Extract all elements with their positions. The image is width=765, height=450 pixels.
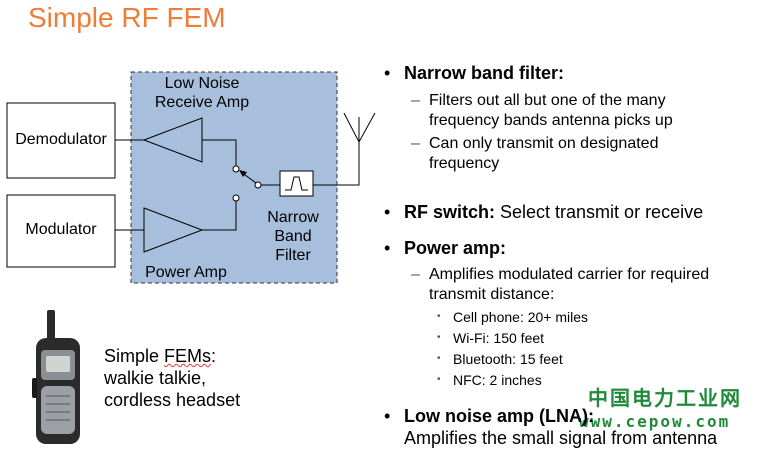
filter-label-line3: Filter bbox=[275, 247, 311, 264]
watermark-chinese: 中国电力工业网 bbox=[588, 388, 742, 410]
slide-title: Simple RF FEM bbox=[28, 2, 226, 33]
filter-to-antenna-wire bbox=[313, 117, 360, 186]
narrow-band-sub1-line1: Filters out all but one of the many bbox=[429, 92, 666, 109]
caption-line1-word: FEMs bbox=[164, 346, 212, 366]
lna-label-line1: Low Noise bbox=[164, 75, 240, 92]
bullet-glyph: • bbox=[384, 63, 391, 83]
power-amp-item: • NFC: 2 inches bbox=[437, 370, 542, 390]
bullet-glyph: • bbox=[384, 406, 391, 426]
dash-glyph: – bbox=[411, 266, 420, 283]
modulator-label: Modulator bbox=[25, 221, 97, 238]
switch-arrow bbox=[239, 170, 247, 177]
dash-glyph: – bbox=[411, 135, 420, 152]
narrow-band-sub1-line2: frequency bands antenna picks up bbox=[429, 112, 673, 129]
bullet-rf-switch: • RF switch: Select transmit or receive bbox=[384, 202, 704, 223]
bullet-power-amp-head: Power amp: bbox=[404, 238, 507, 258]
power-amp-label: Power Amp bbox=[145, 264, 227, 281]
caption-line3: cordless headset bbox=[104, 390, 241, 410]
narrow-band-sub2: – Can only transmit on designated freque… bbox=[411, 134, 659, 174]
power-amp-item: • Bluetooth: 15 feet bbox=[437, 349, 563, 369]
bullet-narrow-band: • Narrow band filter: bbox=[384, 63, 565, 84]
filter-box bbox=[279, 170, 314, 197]
power-amp-item: • Wi-Fi: 150 feet bbox=[437, 328, 545, 348]
power-amp-item-text: Bluetooth: 15 feet bbox=[453, 351, 563, 367]
bullet-glyph: • bbox=[437, 311, 441, 322]
modulator-box bbox=[6, 194, 116, 268]
caption-line1: Simple FEMs: bbox=[104, 345, 240, 367]
caption-line2: walkie talkie, bbox=[104, 368, 207, 388]
antenna-symbol bbox=[343, 112, 376, 144]
power-amp-sub1-line2: transmit distance: bbox=[429, 286, 555, 303]
fem-examples-caption: Simple FEMs: walkie talkie, cordless hea… bbox=[104, 345, 240, 411]
power-amp-sub1-line1: Amplifies modulated carrier for required bbox=[429, 266, 710, 283]
filter-label-line1: Narrow bbox=[267, 209, 319, 226]
bullet-glyph: • bbox=[384, 238, 391, 258]
bullet-glyph: • bbox=[437, 332, 441, 343]
filter-label: Narrow Band Filter bbox=[258, 208, 328, 265]
walkie-talkie-image bbox=[32, 310, 80, 444]
bullet-glyph: • bbox=[437, 353, 441, 364]
filter-label-line2: Band bbox=[274, 228, 312, 245]
bullet-narrow-band-head: Narrow band filter: bbox=[404, 63, 565, 83]
bullet-rf-switch-head: RF switch: bbox=[404, 202, 496, 222]
watermark-url: www.cepow.com bbox=[579, 412, 731, 431]
bullet-glyph: • bbox=[384, 202, 391, 222]
lna-label: Low Noise Receive Amp bbox=[140, 74, 264, 112]
switch-contact-transmit bbox=[232, 194, 240, 202]
switch-contact-receive bbox=[232, 165, 240, 173]
bullet-lna-head: Low noise amp (LNA): bbox=[404, 406, 594, 426]
power-amp-item: • Cell phone: 20+ miles bbox=[437, 307, 589, 327]
power-amp-item-text: Cell phone: 20+ miles bbox=[453, 309, 589, 325]
bullet-lna-line2: Amplifies the small signal from antenna bbox=[404, 428, 718, 448]
lna-to-switch-wire bbox=[202, 139, 237, 166]
bullet-lna: • Low noise amp (LNA): Amplifies the sma… bbox=[384, 405, 718, 449]
lna-label-line2: Receive Amp bbox=[154, 94, 250, 111]
pa-to-switch-wire bbox=[202, 201, 237, 231]
demodulator-label: Demodulator bbox=[15, 131, 107, 148]
power-amp-sub1: – Amplifies modulated carrier for requir… bbox=[411, 265, 710, 305]
power-amp-item-text: NFC: 2 inches bbox=[453, 372, 542, 388]
demodulator-box bbox=[6, 102, 116, 179]
bullet-rf-switch-text: Select transmit or receive bbox=[495, 202, 704, 222]
bullet-glyph: • bbox=[437, 374, 441, 385]
narrow-band-sub2-line2: frequency bbox=[429, 155, 500, 172]
caption-line1-prefix: Simple bbox=[104, 346, 165, 366]
narrow-band-sub1: – Filters out all but one of the many fr… bbox=[411, 91, 673, 131]
bullet-power-amp: • Power amp: bbox=[384, 238, 507, 259]
dash-glyph: – bbox=[411, 92, 420, 109]
caption-line1-suffix: : bbox=[211, 346, 217, 366]
narrow-band-sub2-line1: Can only transmit on designated bbox=[429, 135, 659, 152]
power-amp-item-text: Wi-Fi: 150 feet bbox=[453, 330, 545, 346]
bandpass-symbol bbox=[285, 176, 308, 191]
